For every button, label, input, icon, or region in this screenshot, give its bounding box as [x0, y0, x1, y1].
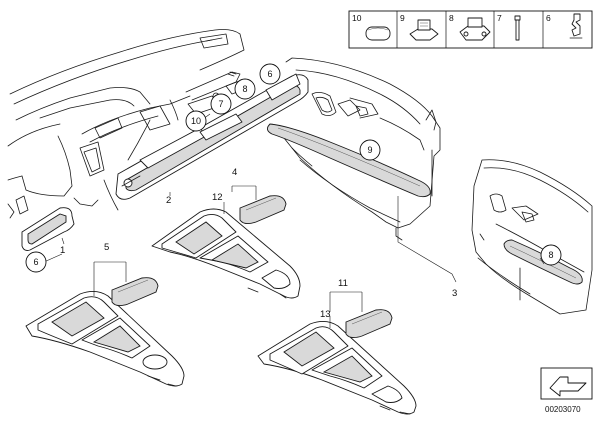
center-console-trim-lower: [25, 291, 185, 387]
rear-door-panel: [471, 159, 593, 315]
part-number-labels: 1 2 3 4 5 11 12 13: [60, 167, 457, 320]
arrow-icon: [549, 376, 587, 397]
pad-part-icon: [365, 26, 391, 41]
dashboard-outline: [7, 29, 249, 219]
armrest-pad-12: [239, 195, 287, 225]
pin-icon: [514, 15, 521, 41]
front-door-trim-strip: [267, 123, 431, 198]
rear-door-trim-strip: [503, 239, 583, 285]
parts-box-label: 7: [497, 13, 502, 23]
circled-callout-6-left: 6: [33, 257, 38, 267]
retaining-clip-icon: [459, 17, 491, 41]
parts-legend-box: 10 9 8 7 6: [348, 10, 593, 49]
circled-callout-7: 7: [218, 99, 223, 109]
dashboard-trim-strip: [115, 73, 309, 200]
parts-box-label: 6: [546, 13, 551, 23]
center-console-trim-13: [257, 321, 417, 415]
callout-3: 3: [452, 288, 457, 299]
armrest-pad-11: [345, 309, 393, 339]
callout-1: 1: [60, 245, 65, 256]
document-number: 00203070: [545, 405, 581, 414]
callout-5: 5: [104, 242, 109, 253]
circled-callout-9: 9: [367, 145, 372, 155]
circled-callout-8-rear: 8: [548, 250, 553, 260]
callout-4: 4: [232, 167, 237, 178]
circled-callout-6: 6: [267, 69, 272, 79]
bracket-clip-icon: [569, 13, 583, 39]
circled-callouts: 10 7 8 6 6 9 8: [25, 63, 562, 273]
parts-box-label: 10: [352, 13, 362, 23]
armrest-pad-5: [111, 277, 159, 307]
callout-12: 12: [212, 192, 223, 203]
callout-11: 11: [338, 278, 348, 289]
left-dash-trim: [21, 207, 75, 251]
front-door-panel: [271, 57, 441, 241]
circled-callout-8: 8: [242, 84, 247, 94]
callout-13: 13: [320, 309, 331, 320]
grommet-clip-icon: [409, 19, 439, 41]
next-page-arrow-box[interactable]: [540, 367, 593, 400]
center-console-trim-upper: [151, 208, 301, 299]
parts-box-label: 9: [400, 13, 405, 23]
parts-box-label: 8: [449, 13, 454, 23]
callout-2: 2: [166, 195, 171, 206]
circled-callout-10: 10: [191, 116, 201, 126]
